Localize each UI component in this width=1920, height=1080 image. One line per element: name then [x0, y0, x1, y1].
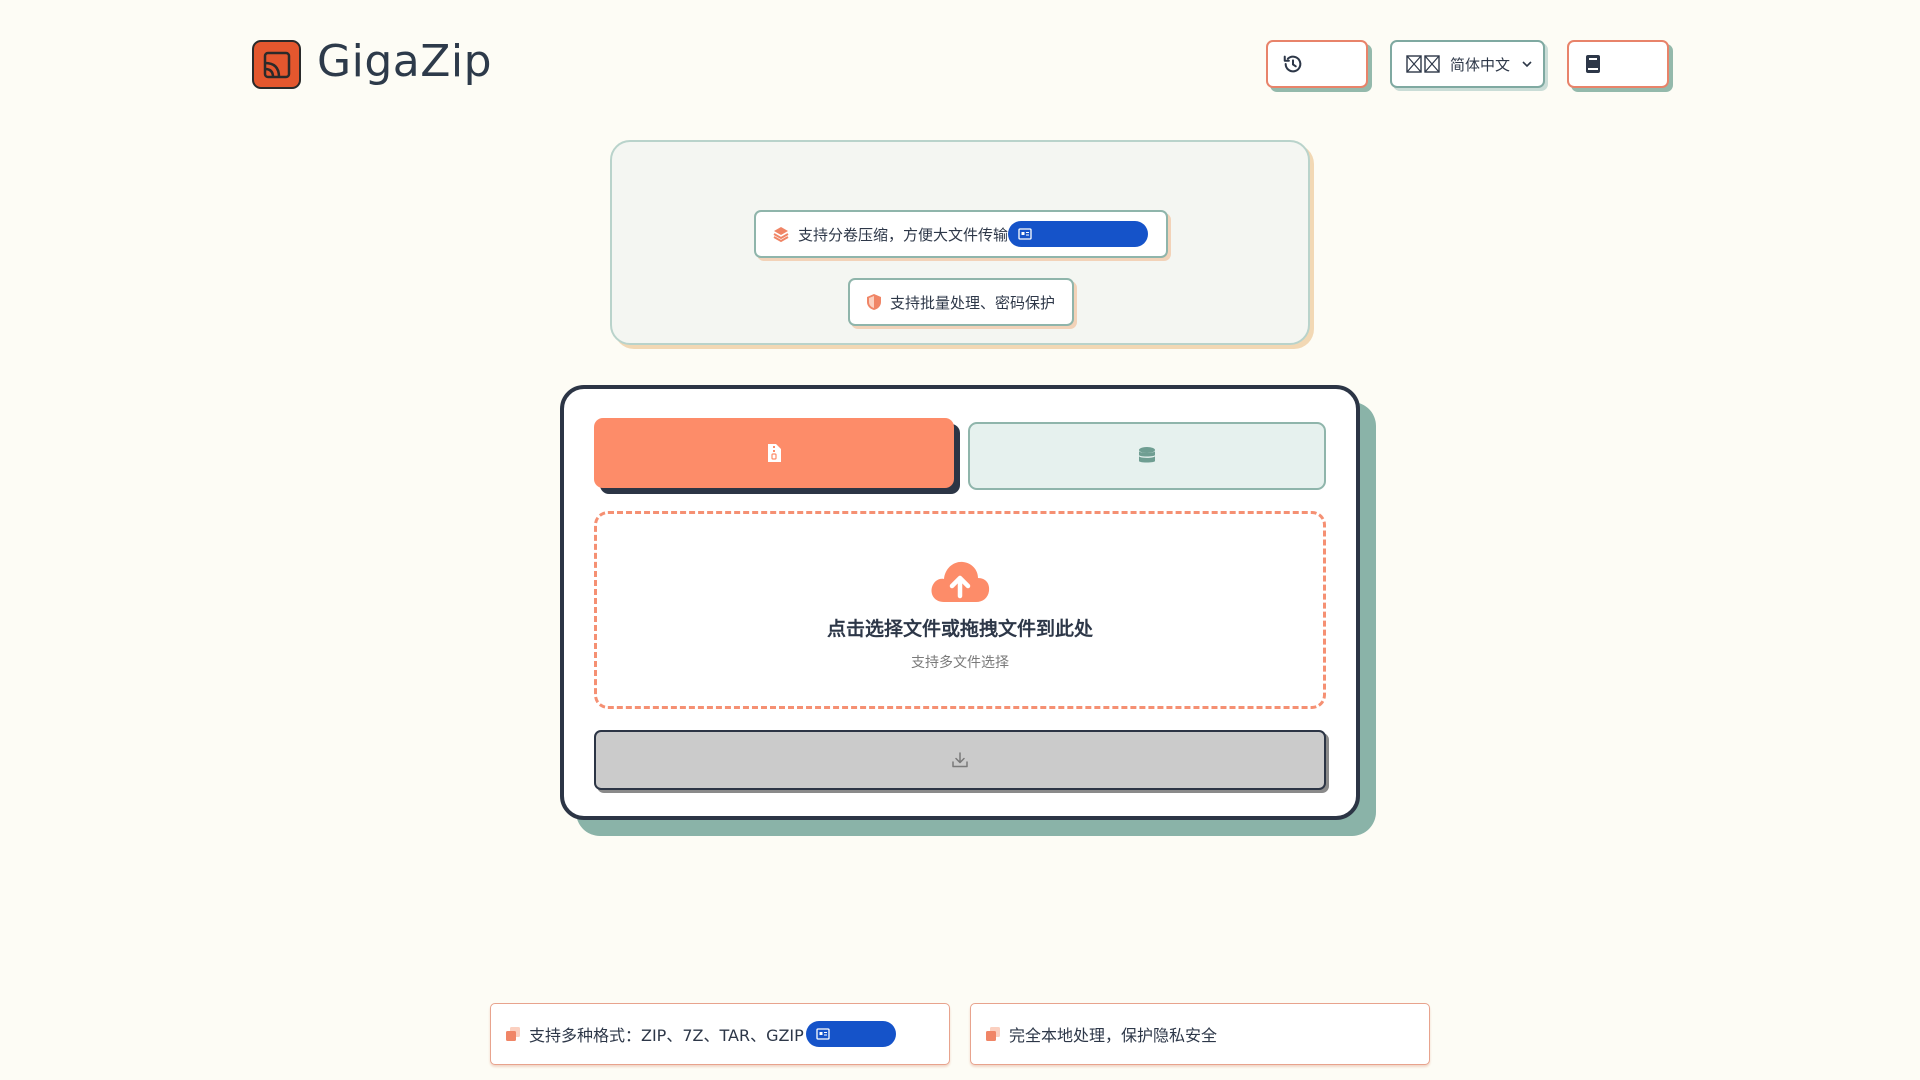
- copy-icon: [986, 1027, 1000, 1041]
- docs-button[interactable]: [1567, 40, 1669, 88]
- feature-text: 支持批量处理、密码保护: [890, 293, 1056, 312]
- tab-compress[interactable]: [594, 418, 954, 488]
- database-icon: [1139, 447, 1155, 463]
- history-button[interactable]: [1266, 40, 1368, 88]
- translate-icon: [1406, 55, 1440, 73]
- book-icon: [1586, 55, 1600, 73]
- tab-decompress[interactable]: [968, 422, 1326, 490]
- feature-text: 支持多种格式：ZIP、7Z、TAR、GZIP: [529, 1026, 804, 1045]
- feature-privacy: 完全本地处理，保护隐私安全: [970, 1003, 1430, 1065]
- badge-icon: [816, 1028, 830, 1040]
- dropzone-subtitle: 支持多文件选择: [911, 655, 1009, 671]
- app-title: GigaZip: [317, 36, 493, 87]
- feature-pill-split: 支持分卷压缩，方便大文件传输: [754, 210, 1168, 258]
- main-card: 点击选择文件或拖拽文件到此处 支持多文件选择: [560, 385, 1360, 820]
- feature-text: 支持分卷压缩，方便大文件传输: [798, 225, 1009, 244]
- layers-icon: [773, 227, 789, 243]
- shield-icon: [867, 294, 881, 310]
- file-zip-icon: [768, 444, 781, 462]
- copy-icon: [506, 1027, 520, 1041]
- language-select[interactable]: 简体中文: [1390, 40, 1545, 88]
- download-icon: [952, 752, 968, 768]
- download-button[interactable]: [594, 730, 1326, 790]
- logo-icon: [263, 51, 290, 78]
- info-badge: [1008, 221, 1149, 247]
- features-card: 支持分卷压缩，方便大文件传输 支持批量处理、密码保护: [610, 140, 1310, 345]
- badge-icon: [1018, 228, 1032, 240]
- chevron-down-icon: [1522, 61, 1532, 68]
- info-badge: [805, 1021, 896, 1047]
- dropzone-title: 点击选择文件或拖拽文件到此处: [826, 618, 1093, 640]
- file-dropzone[interactable]: 点击选择文件或拖拽文件到此处 支持多文件选择: [594, 511, 1326, 709]
- app-logo: [252, 40, 301, 89]
- cloud-upload-icon: [931, 561, 990, 602]
- history-icon: [1283, 55, 1302, 73]
- feature-pill-batch: 支持批量处理、密码保护: [848, 278, 1074, 326]
- feature-formats: 支持多种格式：ZIP、7Z、TAR、GZIP: [490, 1003, 950, 1065]
- language-value: 简体中文: [1450, 55, 1511, 74]
- feature-text: 完全本地处理，保护隐私安全: [1009, 1026, 1218, 1045]
